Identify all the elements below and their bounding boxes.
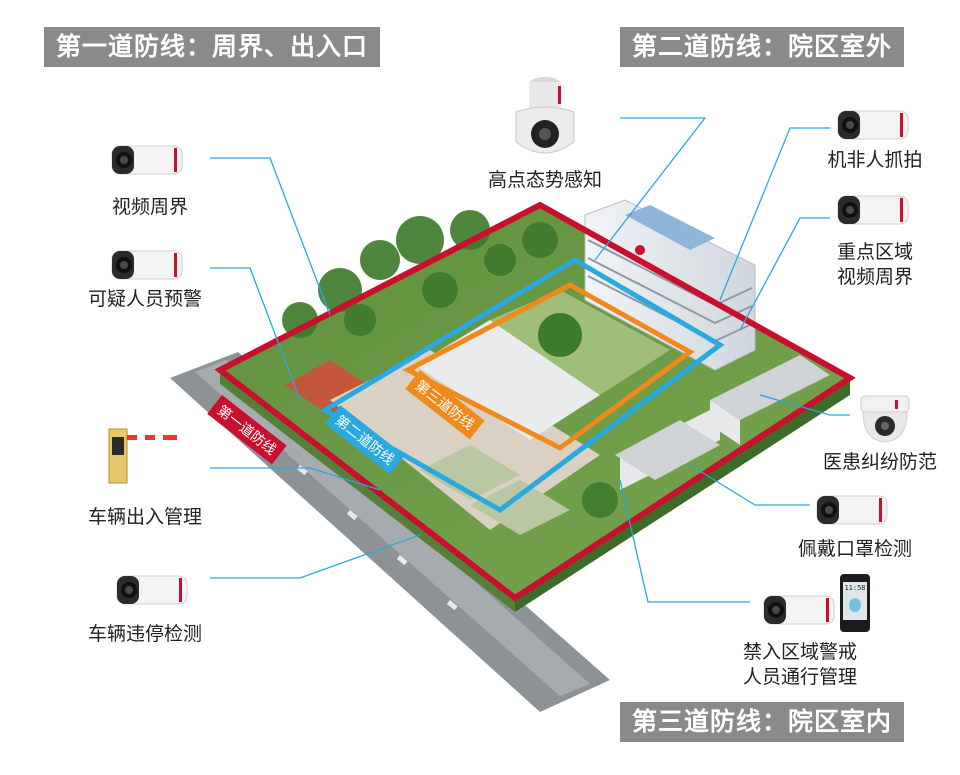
label-high-point: 高点态势感知 xyxy=(487,169,602,191)
bullet-camera-icon xyxy=(837,195,909,225)
bullet-camera-icon xyxy=(111,250,183,280)
label-vehicle-access: 车辆出入管理 xyxy=(87,506,202,528)
main-hospital-building xyxy=(584,199,756,371)
label-vehicle-parking: 车辆违停检测 xyxy=(87,623,202,645)
ptz-dome-camera-icon xyxy=(515,77,575,154)
inner-building xyxy=(415,320,600,440)
bullet-camera-icon xyxy=(116,575,188,605)
first-defense-line xyxy=(214,201,856,602)
banner-second-defense: 第二道防线：院区室外 xyxy=(620,27,905,67)
bullet-camera-icon xyxy=(111,145,183,175)
second-defense-line xyxy=(320,257,725,513)
bullet-camera-icon xyxy=(763,595,835,625)
banner-third-defense: 第三道防线：院区室内 xyxy=(620,702,905,742)
label-key-area: 重点区域 视频周界 xyxy=(800,240,950,290)
banner-first-defense: 第一道防线：周界、出入口 xyxy=(44,27,381,67)
label-restricted-area: 禁入区域警戒 人员通行管理 xyxy=(720,640,880,690)
barrier-gate-icon xyxy=(108,428,177,484)
label-restricted-line1: 禁入区域警戒 xyxy=(742,641,857,663)
bullet-camera-icon xyxy=(816,495,888,525)
right-buildings xyxy=(615,355,830,490)
label-mask-detection: 佩戴口罩检测 xyxy=(797,538,912,560)
dome-camera-icon xyxy=(860,395,910,443)
callout-lines xyxy=(210,117,850,603)
label-restricted-line2: 人员通行管理 xyxy=(742,666,857,688)
terminal-time: 11:58 xyxy=(844,584,866,592)
label-medical-dispute: 医患纠纷防范 xyxy=(822,451,937,473)
label-key-area-line1: 重点区域 xyxy=(836,241,913,263)
third-defense-line xyxy=(402,282,695,451)
label-suspicious-warning: 可疑人员预警 xyxy=(87,288,202,310)
bullet-camera-icon xyxy=(837,110,909,140)
label-key-area-line2: 视频周界 xyxy=(836,266,913,288)
face-terminal-icon: 11:58 xyxy=(840,574,870,632)
label-motor-capture: 机非人抓拍 xyxy=(827,149,923,171)
label-video-perimeter: 视频周界 xyxy=(111,196,188,218)
